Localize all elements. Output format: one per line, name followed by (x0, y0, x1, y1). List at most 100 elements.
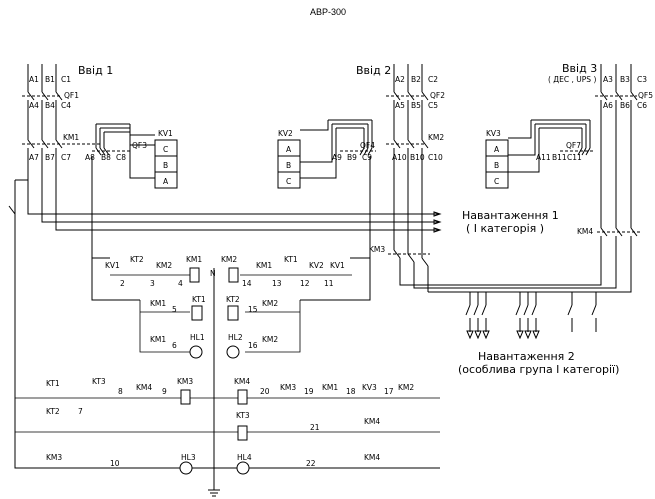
row4-node-20: 20 (260, 387, 270, 396)
row4-km2: KM2 (398, 383, 414, 392)
row1-km1-coil: KM1 (186, 255, 202, 264)
load-1-subtitle: ( I категорія ) (466, 222, 544, 235)
input-2-label: Ввід 2 (356, 64, 391, 77)
input-3-label: Ввід 3 (562, 62, 597, 75)
input-3-ctrl-a: A11 (536, 153, 551, 162)
row4-node-19: 19 (304, 387, 314, 396)
input-2-low-b: B10 (410, 153, 425, 162)
row5-node-7: 7 (78, 407, 83, 416)
input-2-ctrl-c: C9 (362, 153, 372, 162)
input-1-low-c: C7 (61, 153, 71, 162)
input-1-label: Ввід 1 (78, 64, 113, 77)
row6-node-22: 22 (306, 459, 316, 468)
row4-node-9: 9 (162, 387, 167, 396)
lamp-hl3-icon (179, 461, 193, 475)
row1-kt2: KT2 (130, 255, 144, 264)
input-2-mid-c: C5 (428, 101, 438, 110)
row4-node-8: 8 (118, 387, 123, 396)
lamp-hl2-icon (226, 345, 240, 359)
input-1-phase-a: A1 (29, 75, 39, 84)
row5-km4: KM4 (364, 417, 380, 426)
row1-km2-a: KM2 (156, 261, 172, 270)
row2-kt2-box (227, 305, 239, 321)
relay-kv1-label: KV1 (158, 129, 173, 138)
relay-kv3-phase-b: B (494, 161, 499, 170)
input-1: Ввід 1 A1 B1 C1 QF1 A4 B4 C4 KM1 A7 B7 C… (22, 64, 178, 189)
input-1-low-a: A7 (29, 153, 39, 162)
input-2-low-c: C10 (428, 153, 443, 162)
row3-node-6: 6 (172, 341, 177, 350)
row2-node-15: 15 (248, 305, 258, 314)
row6-node-10: 10 (110, 459, 120, 468)
relay-kv1-box (154, 139, 178, 189)
relay-kv3-phase-a: A (494, 145, 500, 154)
row1-node-12: 12 (300, 279, 310, 288)
row4-km3: KM3 (280, 383, 296, 392)
input-1-mid-c: C4 (61, 101, 71, 110)
relay-kv1-phase-c: C (163, 145, 168, 154)
relay-kv3-box (485, 139, 509, 189)
row4-node-18: 18 (346, 387, 356, 396)
input-2-mid-b: B5 (411, 101, 421, 110)
input-2-ctrl-b: B9 (347, 153, 357, 162)
input-1-mid-a: A4 (29, 101, 39, 110)
input-3-sublabel: ( ДЕС , UPS ) (548, 75, 596, 84)
row1-km1-b: KM1 (256, 261, 272, 270)
lamp-hl1-icon (189, 345, 203, 359)
relay-kv3-phase-c: C (494, 177, 499, 186)
row1-node-13: 13 (272, 279, 282, 288)
load-2-title: Навантаження 2 (478, 350, 575, 363)
input-3-ctrl-c: C11 (567, 153, 582, 162)
input-3-phase-a: A3 (603, 75, 613, 84)
row5-node-21: 21 (310, 423, 320, 432)
input-3-mid-b: B6 (620, 101, 630, 110)
load-1-bus: Навантаження 1 ( I категорія ) (27, 148, 559, 258)
row1-kv1-b: KV1 (330, 261, 345, 270)
row3-hl1: HL1 (190, 333, 205, 342)
control-row-2-3: KM1 KT1 KT2 KM2 5 15 KM1 KM2 6 16 HL1 HL… (139, 295, 301, 359)
input-2-phase-b: B2 (411, 75, 421, 84)
row1-kv2: KV2 (309, 261, 324, 270)
input-2-phase-c: C2 (428, 75, 438, 84)
row2-kt2: KT2 (226, 295, 240, 304)
row1-node-2: 2 (120, 279, 125, 288)
input-2-breaker-label: QF2 (430, 91, 445, 100)
relay-kv2-phase-b: B (286, 161, 291, 170)
row6-hl4: HL4 (237, 453, 252, 462)
control-row-4-6: KT1 KT3 KM4 KM3 KM4 KM3 KM1 KV3 KM2 8 9 … (15, 377, 440, 475)
row4-kv3: KV3 (362, 383, 377, 392)
input-3-breaker-label: QF5 (638, 91, 653, 100)
load-1-title: Навантаження 1 (462, 209, 559, 222)
input-3: Ввід 3 ( ДЕС , UPS ) A3 B3 C3 QF5 A6 B6 … (420, 62, 653, 293)
input-2-contactor-label: KM2 (428, 133, 444, 142)
row4-km4-a: KM4 (136, 383, 152, 392)
row4-km3-coil-box (180, 389, 191, 405)
relay-kv1-phase-b: B (163, 161, 168, 170)
diagram-title: АВР-300 (310, 7, 346, 17)
row1-neutral: N (210, 269, 216, 278)
input-2-control-breaker-label: QF4 (360, 141, 375, 150)
input-3-phase-c: C3 (637, 75, 647, 84)
row4-km4-coil: KM4 (234, 377, 250, 386)
lamp-hl4-icon (236, 461, 250, 475)
row2-node-5: 5 (172, 305, 177, 314)
input-2-low-a: A10 (392, 153, 407, 162)
row2-km1: KM1 (150, 299, 166, 308)
row6-hl3: HL3 (181, 453, 196, 462)
row2-kt1: KT1 (192, 295, 206, 304)
input-2-ctrl-a: A9 (332, 153, 342, 162)
input-3-mid-a: A6 (603, 101, 613, 110)
row1-kt1: KT1 (284, 255, 298, 264)
row2-km2: KM2 (262, 299, 278, 308)
input-3-contactor-label: KM4 (577, 227, 593, 236)
row5-kt3-box (237, 425, 248, 441)
input-1-breaker-label: QF1 (64, 91, 79, 100)
row3-hl2: HL2 (228, 333, 243, 342)
input-3-control-breaker-label: QF7 (566, 141, 581, 150)
input-2-phase-a: A2 (395, 75, 405, 84)
input-2-mid-a: A5 (395, 101, 405, 110)
input-3-mid-c: C6 (637, 101, 647, 110)
row4-km3-coil: KM3 (177, 377, 193, 386)
input-1-ctrl-b: B8 (101, 153, 111, 162)
